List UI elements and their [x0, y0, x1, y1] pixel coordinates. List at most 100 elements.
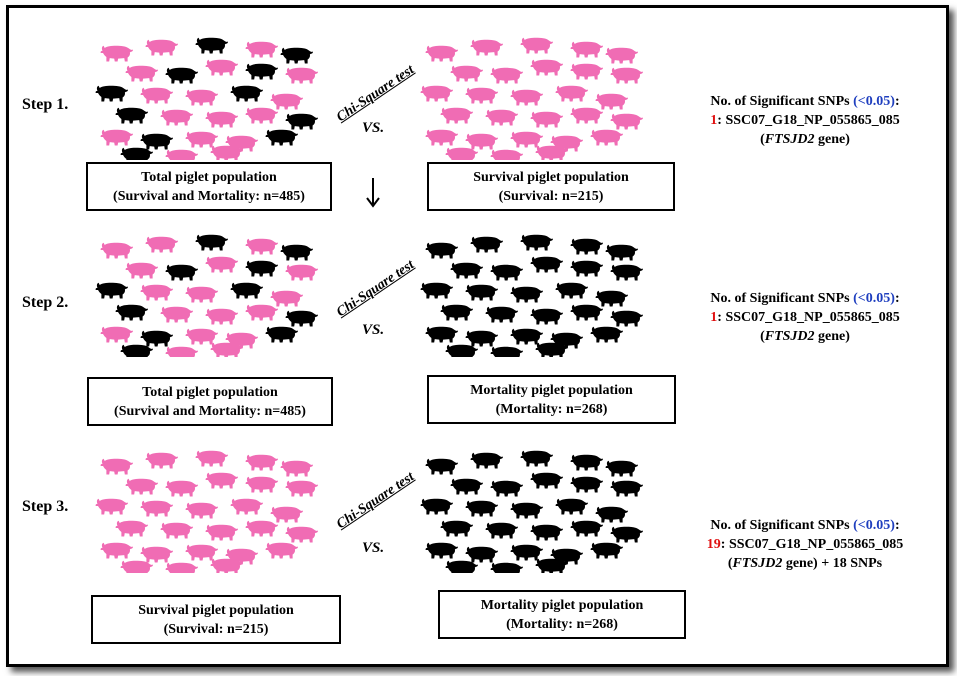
pig-icon: [145, 452, 178, 469]
pig-icon: [590, 129, 623, 146]
pig-icon: [95, 498, 128, 515]
pig-icon: [510, 131, 543, 148]
result-heading: No. of Significant SNPs: [710, 518, 854, 533]
arrow-down-icon: [366, 178, 380, 208]
result-extra: + 18 SNPs: [817, 556, 883, 571]
result-count: 1: [710, 310, 718, 325]
pig-icon: [115, 304, 148, 321]
pig-icon: [245, 520, 278, 537]
pig-icon: [610, 310, 643, 327]
pig-icon: [510, 328, 543, 345]
box-title: Total piglet population: [141, 169, 277, 185]
pig-icon: [230, 85, 263, 102]
pig-icon: [555, 282, 588, 299]
pig-icon: [100, 129, 133, 146]
pig-icon: [145, 39, 178, 56]
pig-icon: [490, 562, 523, 573]
pig-icon: [100, 326, 133, 343]
pig-icon: [420, 85, 453, 102]
pig-icon: [420, 282, 453, 299]
pig-icon: [490, 480, 523, 497]
box-subtitle: (Mortality: n=268): [495, 401, 608, 417]
pig-icon: [205, 524, 238, 541]
pig-icon: [605, 47, 638, 64]
pig-icon: [520, 234, 553, 251]
pig-icon: [230, 282, 263, 299]
pig-icon: [185, 131, 218, 148]
pig-icon: [285, 526, 318, 543]
pig-icon: [140, 284, 173, 301]
pig-icon: [595, 506, 628, 523]
pig-icon: [570, 476, 603, 493]
pig-icon: [205, 308, 238, 325]
pig-icon: [245, 63, 278, 80]
pig-icon: [530, 59, 563, 76]
pig-icon: [490, 346, 523, 357]
pig-icon: [485, 522, 518, 539]
pig-icon: [140, 133, 173, 150]
pig-icon: [245, 304, 278, 321]
step-1-total-herd: [95, 37, 318, 160]
pig-icon: [120, 344, 153, 357]
pig-icon: [145, 236, 178, 253]
result-count: 19: [706, 537, 721, 552]
step-2-result: No. of Significant SNPs (<0.05): 1: SSC0…: [710, 291, 900, 344]
pig-icon: [605, 244, 638, 261]
pig-icon: [245, 476, 278, 493]
pig-icon: [245, 260, 278, 277]
step-3-result: No. of Significant SNPs (<0.05): 19: SSC…: [706, 518, 904, 571]
result-threshold: (<0.05): [853, 291, 895, 306]
pig-icon: [470, 236, 503, 253]
pig-icon: [610, 67, 643, 84]
pig-icon: [510, 544, 543, 561]
pig-icon: [610, 480, 643, 497]
step-3-vs-label: VS.: [362, 540, 385, 556]
pig-icon: [125, 65, 158, 82]
pig-icon: [450, 478, 483, 495]
step-1-result: No. of Significant SNPs (<0.05): 1: SSC0…: [710, 94, 900, 147]
result-gene-suffix: gene): [814, 329, 850, 344]
pig-icon: [185, 544, 218, 561]
pig-icon: [270, 506, 303, 523]
step-1-survival-herd: [420, 37, 643, 160]
pig-icon: [115, 520, 148, 537]
pig-icon: [425, 45, 458, 62]
box-title: Survival piglet population: [138, 602, 294, 618]
result-gene: FTSJD2: [732, 556, 783, 571]
pig-icon: [425, 242, 458, 259]
pig-icon: [165, 562, 198, 573]
step-1-vs-label: VS.: [362, 120, 385, 136]
result-count: 1: [710, 113, 718, 128]
pig-icon: [205, 472, 238, 489]
pig-icon: [570, 520, 603, 537]
pig-icon: [610, 113, 643, 130]
result-threshold: (<0.05): [853, 94, 895, 109]
box-subtitle: (Survival: n=215): [163, 621, 269, 637]
pig-icon: [425, 542, 458, 559]
pig-icon: [265, 129, 298, 146]
pig-icon: [465, 284, 498, 301]
pig-icon: [285, 264, 318, 281]
result-snp: : SSC07_G18_NP_055865_085: [720, 537, 904, 552]
step-1-total-population-box: Total piglet population (Survival and Mo…: [86, 162, 332, 211]
result-gene-suffix: gene): [814, 132, 850, 147]
pig-icon: [195, 234, 228, 251]
pig-icon: [270, 93, 303, 110]
result-threshold: (<0.05): [853, 518, 895, 533]
pig-icon: [510, 89, 543, 106]
pig-icon: [510, 502, 543, 519]
step-1-label: Step 1.: [22, 96, 69, 113]
pig-icon: [440, 107, 473, 124]
pig-icon: [530, 524, 563, 541]
pig-icon: [445, 344, 478, 357]
pig-icon: [465, 546, 498, 563]
pig-icon: [570, 238, 603, 255]
box-title: Total piglet population: [142, 384, 278, 400]
pig-icon: [285, 113, 318, 130]
pig-icon: [485, 109, 518, 126]
pig-icon: [530, 472, 563, 489]
pig-icon: [100, 458, 133, 475]
pig-icon: [445, 147, 478, 160]
result-gene-suffix: gene): [782, 556, 818, 571]
pig-icon: [590, 326, 623, 343]
